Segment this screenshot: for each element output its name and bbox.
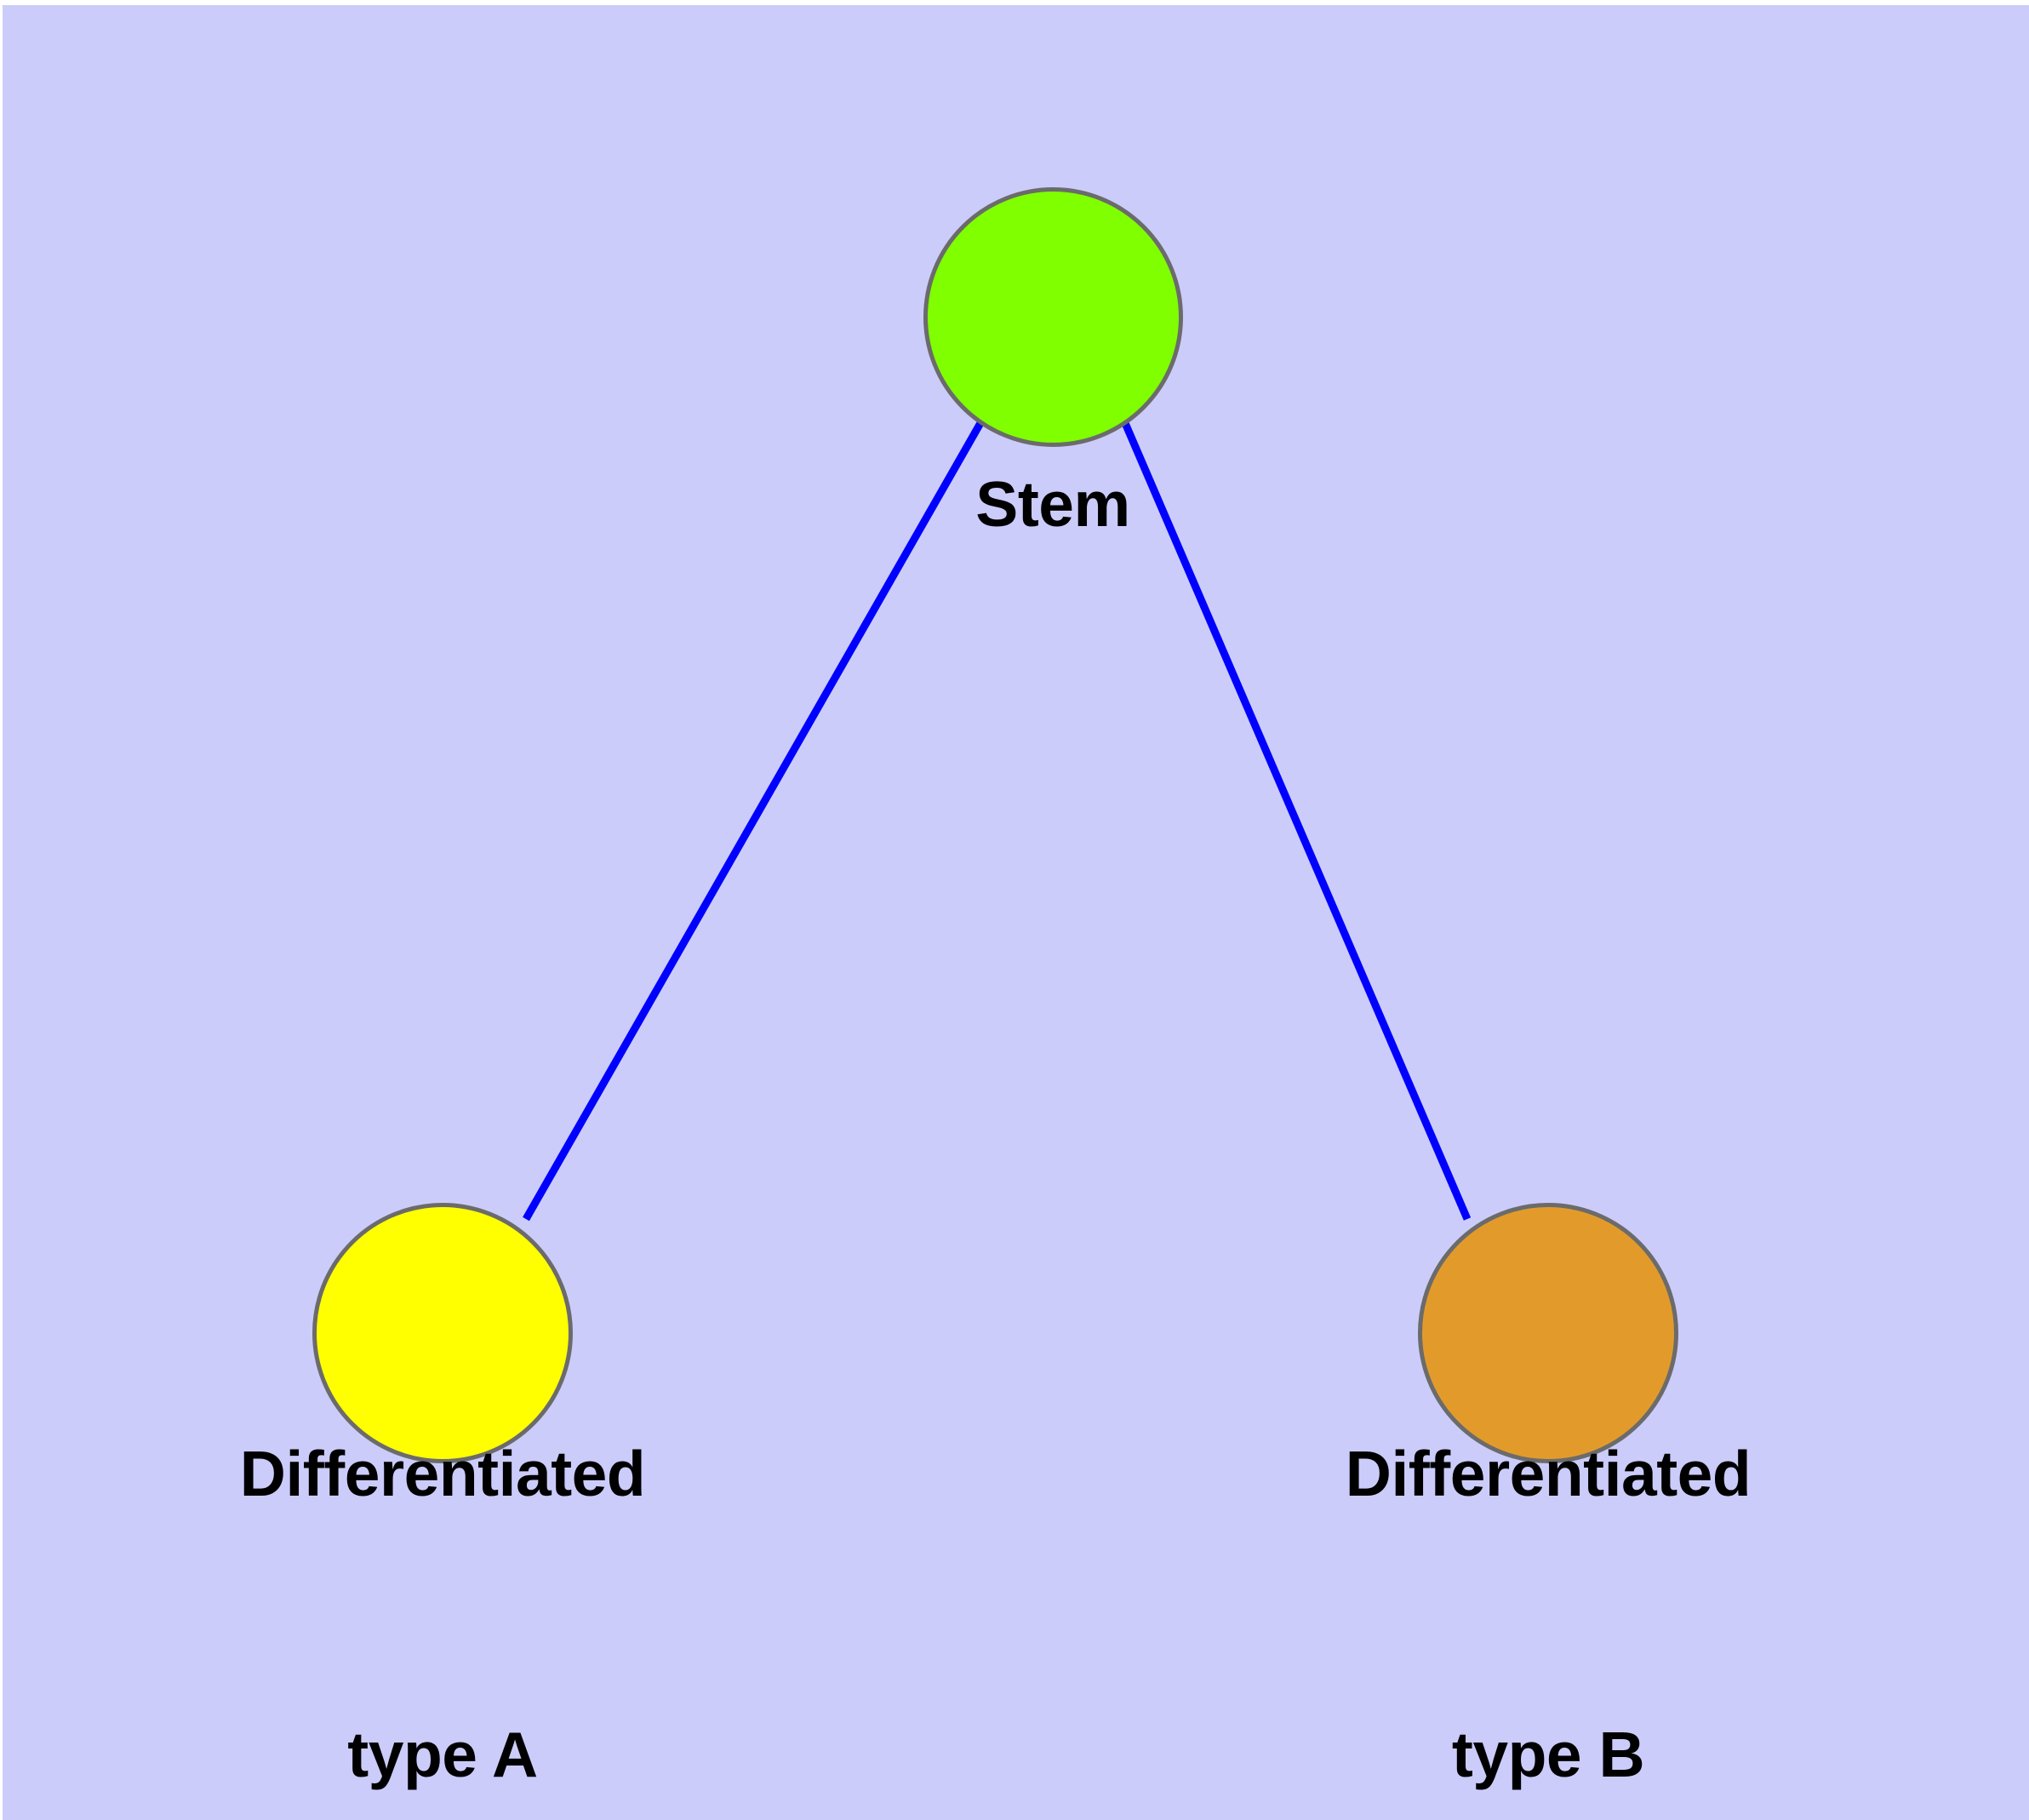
edge-stem-to-differentiated-type-a (523, 421, 984, 1222)
node-stem-circle[interactable] (923, 187, 1183, 447)
edge-stem-to-differentiated-type-b (1121, 421, 1472, 1221)
node-differentiated-type-b-circle[interactable] (1418, 1203, 1678, 1463)
node-differentiated-type-a-circle[interactable] (312, 1203, 573, 1463)
